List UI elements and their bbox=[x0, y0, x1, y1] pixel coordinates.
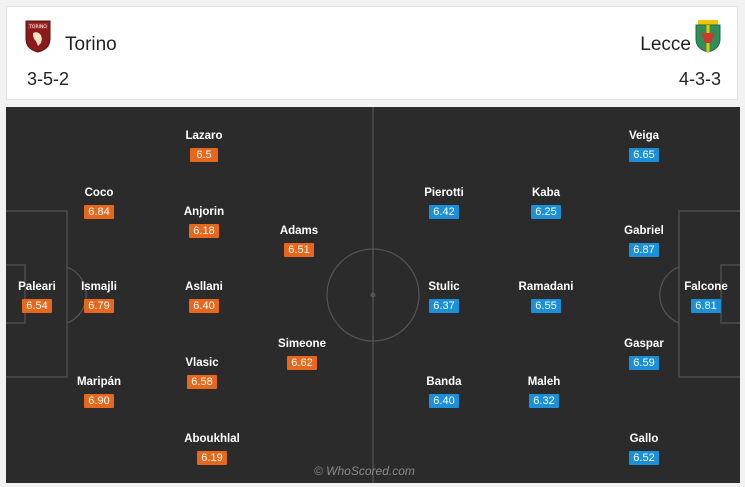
player-rating: 6.58 bbox=[187, 375, 217, 389]
player-rating: 6.5 bbox=[190, 148, 218, 162]
player-name: Anjorin bbox=[183, 206, 225, 218]
player-falcone[interactable]: Falcone 6.81 bbox=[661, 280, 740, 313]
player-rating: 6.52 bbox=[629, 451, 659, 465]
player-rating: 6.59 bbox=[629, 356, 659, 370]
player-name: Simeone bbox=[278, 338, 326, 350]
player-name: Vlasic bbox=[185, 357, 219, 369]
player-rating: 6.65 bbox=[629, 148, 659, 162]
home-team-name[interactable]: Torino bbox=[65, 34, 117, 55]
player-name: Gabriel bbox=[624, 225, 664, 237]
player-rating: 6.90 bbox=[84, 394, 114, 408]
match-header: TORINO Torino 3-5-2 Lecce 4-3-3 bbox=[6, 6, 738, 100]
player-name: Ismajli bbox=[81, 281, 117, 293]
svg-text:TORINO: TORINO bbox=[28, 24, 47, 30]
player-name: Falcone bbox=[684, 281, 728, 293]
player-asllani[interactable]: Asllani 6.40 bbox=[159, 280, 249, 313]
player-maripan[interactable]: Maripán 6.90 bbox=[54, 375, 144, 408]
player-adams[interactable]: Adams 6.51 bbox=[254, 224, 344, 257]
player-lazaro[interactable]: Lazaro 6.5 bbox=[159, 129, 249, 162]
pitch: Paleari 6.54 Coco 6.84 Ismajli 6.79 Mari… bbox=[6, 107, 740, 483]
player-gallo[interactable]: Gallo 6.52 bbox=[599, 432, 689, 465]
player-name: Paleari bbox=[18, 281, 56, 293]
player-rating: 6.87 bbox=[629, 243, 659, 257]
lecce-crest-icon bbox=[695, 20, 721, 53]
whoscored-watermark: © WhoScored.com bbox=[314, 464, 415, 478]
player-rating: 6.79 bbox=[84, 299, 114, 313]
player-name: Stulic bbox=[428, 281, 460, 293]
player-gaspar[interactable]: Gaspar 6.59 bbox=[599, 337, 689, 370]
player-name: Coco bbox=[84, 187, 114, 199]
player-paleari[interactable]: Paleari 6.54 bbox=[6, 280, 82, 313]
player-name: Veiga bbox=[628, 130, 660, 142]
player-name: Maripán bbox=[76, 376, 122, 388]
player-ismajli[interactable]: Ismajli 6.79 bbox=[54, 280, 144, 313]
player-rating: 6.25 bbox=[531, 205, 561, 219]
player-stulic[interactable]: Stulic 6.37 bbox=[399, 280, 489, 313]
player-simeone[interactable]: Simeone 6.62 bbox=[257, 337, 347, 370]
away-team-name[interactable]: Lecce bbox=[640, 34, 691, 55]
player-name: Pierotti bbox=[424, 187, 464, 199]
player-rating: 6.81 bbox=[691, 299, 721, 313]
player-ramadani[interactable]: Ramadani 6.55 bbox=[501, 280, 591, 313]
player-name: Kaba bbox=[531, 187, 561, 199]
player-name: Gallo bbox=[629, 433, 659, 445]
player-banda[interactable]: Banda 6.40 bbox=[399, 375, 489, 408]
player-vlasic[interactable]: Vlasic 6.58 bbox=[157, 356, 247, 389]
player-kaba[interactable]: Kaba 6.25 bbox=[501, 186, 591, 219]
player-rating: 6.37 bbox=[429, 299, 459, 313]
home-formation: 3-5-2 bbox=[27, 69, 70, 89]
player-rating: 6.55 bbox=[531, 299, 561, 313]
player-name: Asllani bbox=[185, 281, 223, 293]
player-pierotti[interactable]: Pierotti 6.42 bbox=[399, 186, 489, 219]
player-name: Gaspar bbox=[624, 338, 664, 350]
torino-crest-icon: TORINO bbox=[25, 20, 51, 53]
player-name: Lazaro bbox=[185, 130, 223, 142]
player-rating: 6.42 bbox=[429, 205, 459, 219]
player-gabriel[interactable]: Gabriel 6.87 bbox=[599, 224, 689, 257]
player-rating: 6.32 bbox=[529, 394, 559, 408]
player-name: Banda bbox=[426, 376, 462, 388]
player-name: Ramadani bbox=[518, 281, 574, 293]
player-name: Adams bbox=[279, 225, 319, 237]
player-rating: 6.40 bbox=[429, 394, 459, 408]
player-name: Aboukhlal bbox=[184, 433, 240, 445]
player-rating: 6.54 bbox=[22, 299, 52, 313]
player-anjorin[interactable]: Anjorin 6.18 bbox=[159, 205, 249, 238]
player-rating: 6.19 bbox=[197, 451, 227, 465]
player-rating: 6.18 bbox=[189, 224, 219, 238]
player-rating: 6.51 bbox=[284, 243, 314, 257]
player-aboukhlal[interactable]: Aboukhlal 6.19 bbox=[167, 432, 257, 465]
pitch-markings bbox=[6, 107, 740, 483]
player-veiga[interactable]: Veiga 6.65 bbox=[599, 129, 689, 162]
away-formation: 4-3-3 bbox=[678, 69, 721, 89]
player-rating: 6.40 bbox=[189, 299, 219, 313]
player-name: Maleh bbox=[527, 376, 561, 388]
player-maleh[interactable]: Maleh 6.32 bbox=[499, 375, 589, 408]
player-coco[interactable]: Coco 6.84 bbox=[54, 186, 144, 219]
player-rating: 6.84 bbox=[84, 205, 114, 219]
player-rating: 6.62 bbox=[287, 356, 317, 370]
